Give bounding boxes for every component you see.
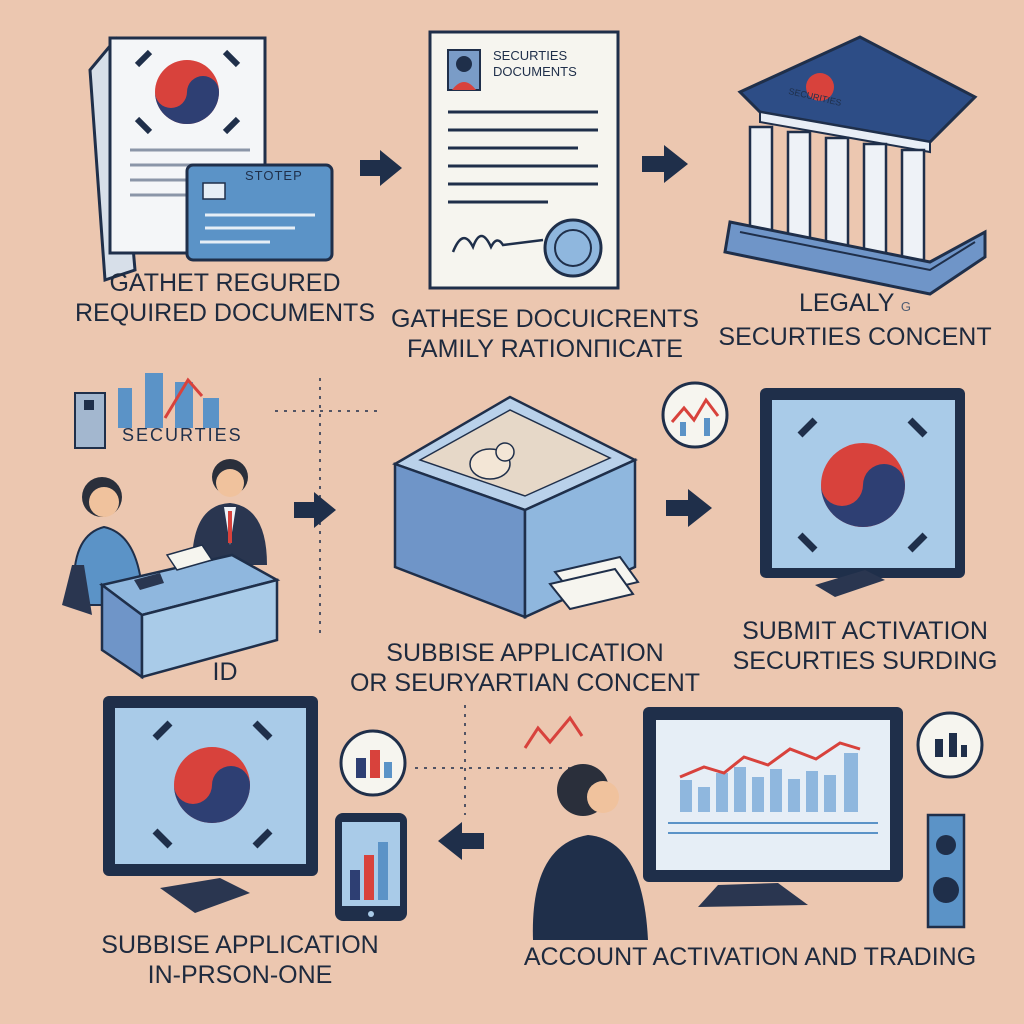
securities-bar-chart-sign [74,373,219,449]
step-3-mark: G [900,299,912,314]
step-2-line2: FAMILY RATIONΠICATE [407,335,683,363]
form-title-line1: SECURTIES [493,48,568,63]
id-card-badge: STOTEP [245,168,303,183]
step-3-line2: SECURTIES CONCENT [718,323,992,351]
form-title: SECURTIES DOCUMENTS [493,48,577,80]
chart-badge-icon [339,729,407,797]
arrow-right-icon [360,150,402,186]
bank-building-illustration [723,35,987,296]
flag-monitor-illustration [760,388,965,597]
step-7-line1: SUBBISE APPLICATION [101,931,379,959]
step-6-line1: SUBMIT ACTIVATION [742,617,988,645]
dotted-connector [275,378,380,638]
form-title-line2: DOCUMENTS [493,64,577,79]
step-4-label: ID [160,657,290,687]
step-6-line2: SECURTIES SURDING [732,647,998,675]
securities-form-illustration [428,30,620,290]
tablet-chart-illustration [335,813,407,921]
trader-at-monitor-illustration [532,707,966,940]
arrow-left-icon [438,822,484,860]
flag-document-illustration [88,36,334,283]
step-1-label: GATHET REGURED REQUIRED DOCUMENTS [60,268,390,328]
step-8-label: ACCOUNT ACTIVATION AND TRADING [488,942,1012,972]
arrow-right-icon [666,489,712,527]
step-7-label: SUBBISE APPLICATION IN-PRSON-ONE [70,930,410,990]
arrow-right-icon [642,145,688,183]
step-8-line1: ACCOUNT ACTIVATION AND TRADING [523,943,977,971]
step-1-line2: REQUIRED DOCUMENTS [74,299,375,327]
step-5-line1: SUBBISE APPLICATION [386,639,664,667]
arrow-right-icon [294,492,336,528]
step-3-line1: LEGALY G [798,289,912,317]
step-2-label: GATHESE DOCUICRENTS FAMILY RATIONΠICATE [380,304,710,364]
stock-chart-badge-icon [661,381,729,449]
securities-sign-text: SECURTIES [122,425,243,445]
step-5-line2: OR SEURYARTIAN CONCENT [349,669,701,697]
step-6-label: SUBMIT ACTIVATION SECURTIES SURDING [715,616,1015,676]
chart-badge-icon [916,711,984,779]
step-4-line1: ID [212,658,238,686]
flag-monitor-illustration [103,696,318,913]
step-1-line1: GATHET REGURED [109,269,341,297]
dotted-connector [415,705,590,815]
office-meeting-illustration [62,459,281,680]
step-7-line2: IN-PRSON-ONE [147,961,333,989]
open-box-illustration [392,395,640,619]
step-2-line1: GATHESE DOCUICRENTS [391,305,699,333]
step-5-label: SUBBISE APPLICATION OR SEURYARTIAN CONCE… [340,638,710,698]
step-3-label: LEGALY G SECURTIES CONCENT [700,288,1010,352]
